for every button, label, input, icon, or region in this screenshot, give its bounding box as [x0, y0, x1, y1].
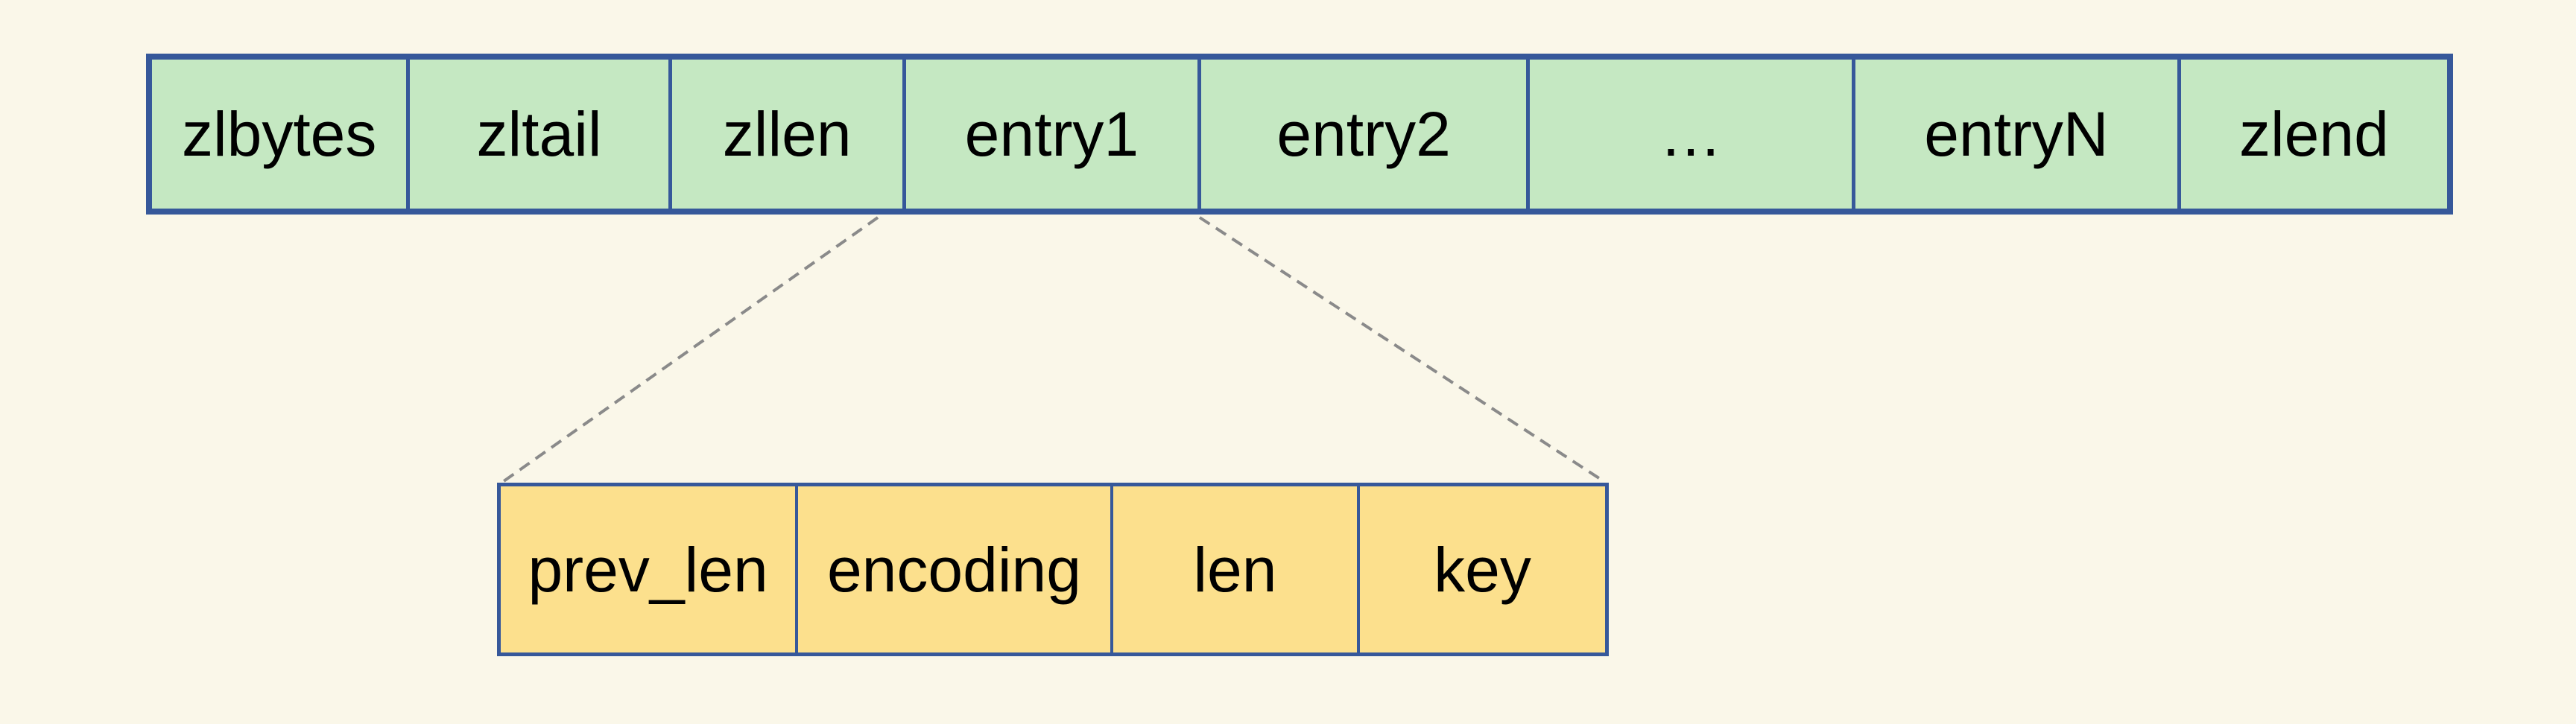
- cell-zllen: zllen: [668, 60, 902, 209]
- ziplist-header-row: zlbytes zltail zllen entry1 entry2 … ent…: [146, 54, 2453, 215]
- zoom-connector-left-line: [502, 216, 879, 483]
- entry-detail-row: prev_len encoding len key: [497, 483, 1609, 656]
- cell-prev-len: prev_len: [528, 534, 768, 605]
- cell-zlbytes: zlbytes: [181, 99, 377, 169]
- cell-zlend: zlend: [2177, 60, 2447, 209]
- cell-zltail: zltail: [406, 60, 668, 209]
- cell-entry2: entry2: [1197, 60, 1526, 209]
- cell-key: key: [1356, 486, 1605, 652]
- cell-encoding: encoding: [795, 486, 1110, 652]
- cell-len: len: [1110, 486, 1357, 652]
- cell-entryN: entryN: [1851, 60, 2177, 209]
- cell-entry1: entry1: [902, 60, 1198, 209]
- zoom-connector-right-line: [1198, 216, 1605, 483]
- cell-ellipsis: …: [1526, 60, 1852, 209]
